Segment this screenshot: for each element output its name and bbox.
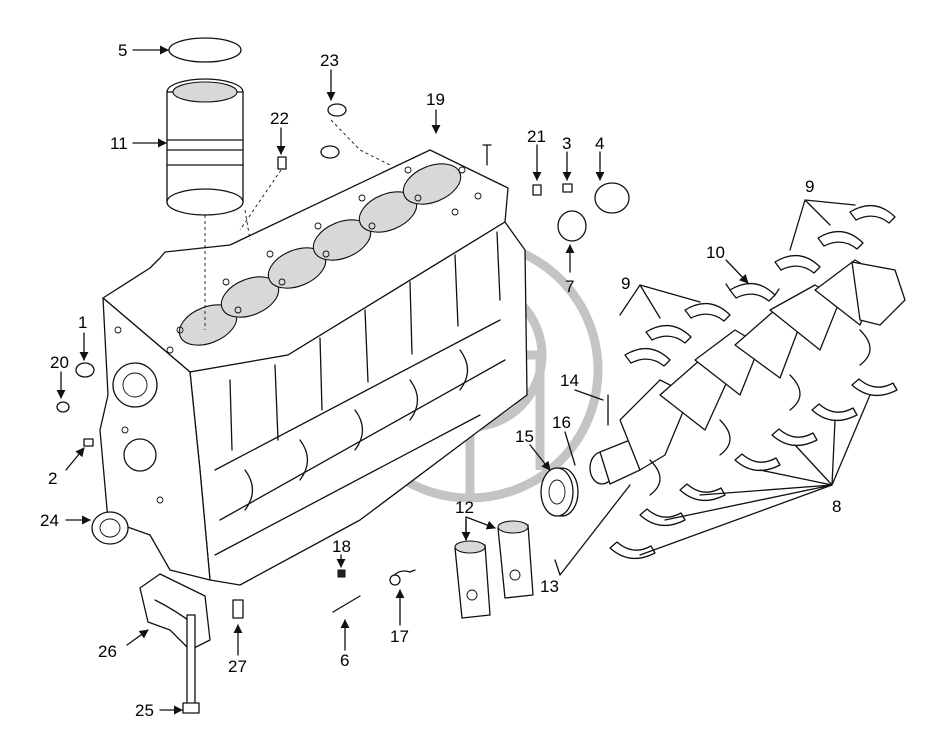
callout-4: 4 bbox=[595, 134, 604, 153]
cylinder-block bbox=[99, 149, 528, 586]
o-ring-20 bbox=[56, 401, 70, 413]
cap-bolt-25 bbox=[182, 614, 200, 714]
plug-1 bbox=[75, 362, 95, 378]
crankcase-webs bbox=[214, 231, 506, 556]
callout-22: 22 bbox=[270, 109, 289, 128]
dowel-21 bbox=[532, 184, 542, 196]
piston-cooling-nozzle-17 bbox=[389, 569, 416, 586]
seal-24 bbox=[91, 511, 129, 545]
head-bolt-holes bbox=[176, 166, 482, 334]
plug-3 bbox=[562, 183, 573, 193]
callout-17: 17 bbox=[390, 627, 409, 646]
callout-12: 12 bbox=[455, 498, 474, 517]
callout-25: 25 bbox=[135, 701, 154, 720]
callout-2: 2 bbox=[48, 469, 57, 488]
callout-18: 18 bbox=[332, 537, 351, 556]
plug-23 bbox=[320, 103, 347, 159]
callout-7: 7 bbox=[565, 277, 574, 296]
crankshaft-gear-15 bbox=[540, 467, 579, 517]
block-end-face-details bbox=[112, 326, 174, 504]
callout-13: 13 bbox=[540, 577, 559, 596]
callout-5: 5 bbox=[118, 41, 127, 60]
callout-1: 1 bbox=[78, 313, 87, 332]
callout-6: 6 bbox=[340, 651, 349, 670]
callout-20: 20 bbox=[50, 353, 69, 372]
camshaft-bushings-12 bbox=[454, 520, 534, 619]
callout-11: 11 bbox=[110, 134, 128, 153]
crankshaft-13 bbox=[589, 259, 906, 496]
fitting-27 bbox=[232, 599, 244, 619]
cylinder-liner bbox=[166, 78, 244, 216]
callout-14: 14 bbox=[560, 371, 579, 390]
callout-21: 21 bbox=[527, 127, 546, 146]
callout-9b: 9 bbox=[805, 177, 814, 196]
lower-main-bearings-8 bbox=[609, 378, 898, 560]
bolt-6 bbox=[332, 595, 361, 613]
dowel-22 bbox=[277, 156, 287, 170]
main-bearing-cap-26 bbox=[139, 573, 211, 651]
callout-3: 3 bbox=[562, 134, 571, 153]
upper-main-bearings-9 bbox=[624, 205, 896, 367]
callout-26: 26 bbox=[98, 642, 117, 661]
callout-16: 16 bbox=[552, 413, 571, 432]
callout-labels: 5 11 23 22 19 21 3 4 7 9 9 10 1 20 2 24 … bbox=[40, 41, 841, 720]
plug-18 bbox=[337, 569, 346, 578]
o-ring-7 bbox=[557, 210, 587, 242]
leader-lines bbox=[56, 45, 871, 715]
callout-15: 15 bbox=[515, 427, 534, 446]
callout-10: 10 bbox=[706, 243, 725, 262]
plug-2 bbox=[83, 438, 94, 447]
callout-27: 27 bbox=[228, 657, 247, 676]
cup-plug-4 bbox=[594, 182, 630, 214]
callout-23: 23 bbox=[320, 51, 339, 70]
liner-seal-ring bbox=[168, 37, 242, 63]
callout-8: 8 bbox=[832, 497, 841, 516]
callout-24: 24 bbox=[40, 511, 59, 530]
thrust-bearing-10 bbox=[725, 283, 780, 302]
callout-9a: 9 bbox=[621, 274, 630, 293]
pin-top bbox=[482, 144, 492, 166]
cylinder-bores bbox=[178, 163, 462, 346]
callout-19: 19 bbox=[426, 90, 445, 109]
